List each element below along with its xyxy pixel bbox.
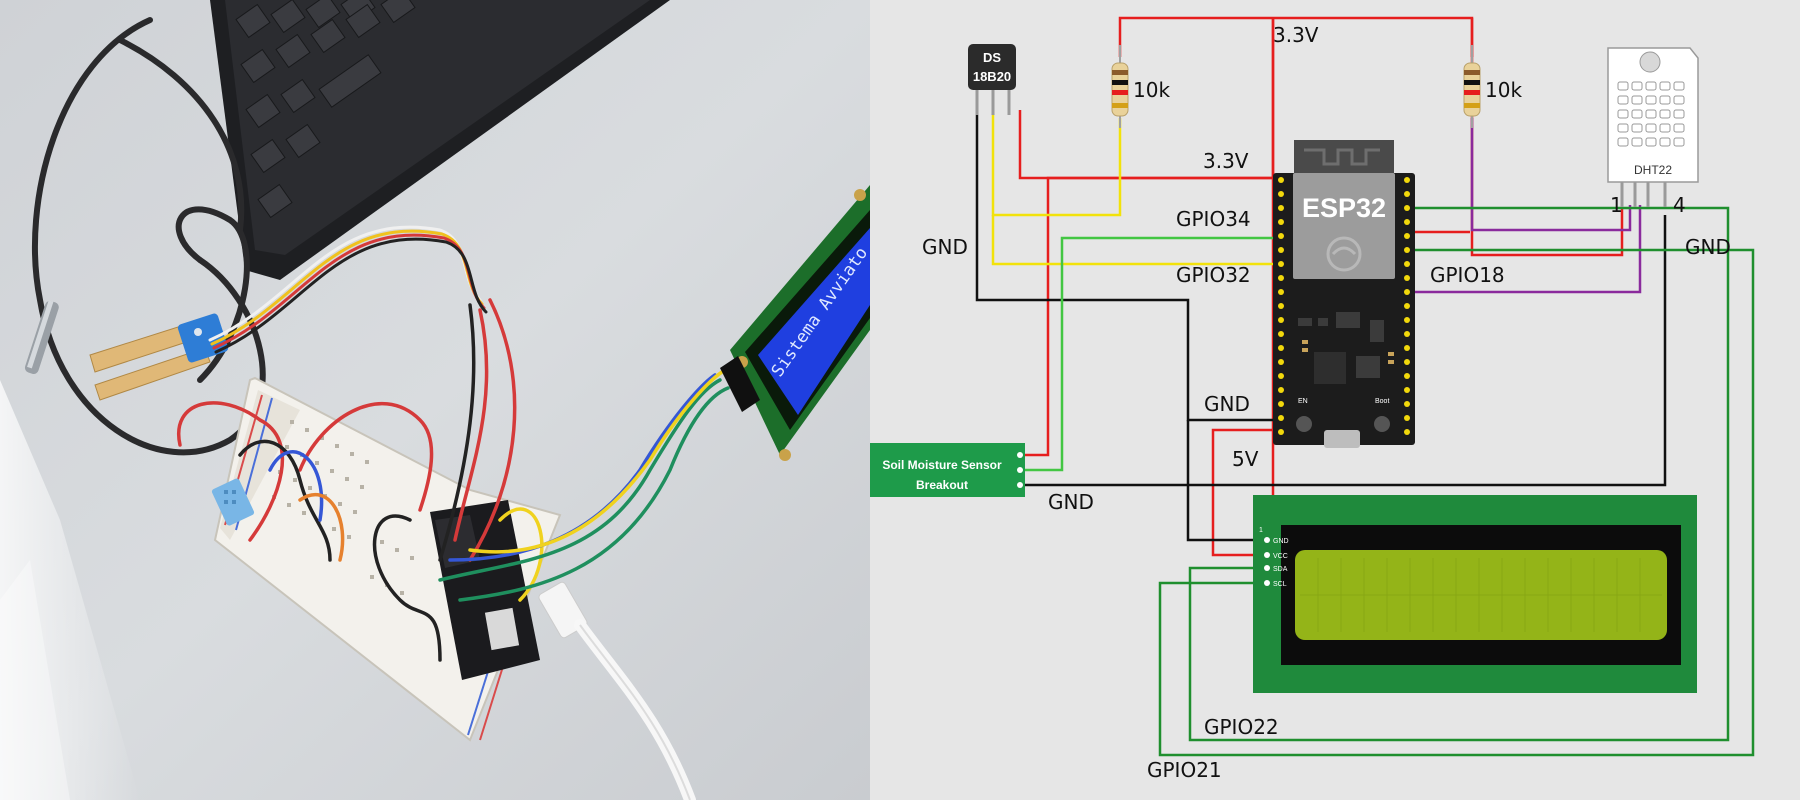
- dht22-sensor: [211, 478, 255, 526]
- wire-data-ds18b20: [991, 110, 1273, 266]
- ds18b20-label-line2: 18B20: [973, 69, 1011, 84]
- resistor-right: [1463, 45, 1481, 128]
- label-gnd-right: GND: [1685, 235, 1731, 259]
- label-dht-pin4: 4: [1673, 193, 1686, 217]
- lcd-pin-scl: SCL: [1273, 581, 1287, 588]
- soil-sensor-label-line2: Breakout: [916, 478, 968, 492]
- schematic-canvas: DS 18B20 DHT22: [870, 0, 1800, 800]
- esp32-boot-label: Boot: [1375, 398, 1389, 405]
- label-gpio18: GPIO18: [1430, 263, 1505, 287]
- label-gnd-bottom: GND: [1048, 490, 1094, 514]
- label-gpio21: GPIO21: [1147, 758, 1222, 782]
- wire-gnd: [975, 110, 1667, 542]
- lcd-pin-1: 1: [1259, 527, 1263, 534]
- sunlight-patch: [0, 560, 70, 800]
- label-5v: 5V: [1232, 447, 1259, 471]
- label-r-left: 10k: [1133, 78, 1170, 102]
- lcd-pin-vcc: VCC: [1273, 553, 1288, 560]
- label-gnd-left: GND: [922, 235, 968, 259]
- usb-cable: [538, 581, 696, 800]
- label-gpio34: GPIO34: [1176, 207, 1251, 231]
- wire-soil-signal: [1025, 236, 1273, 472]
- temperature-probe: [24, 300, 59, 375]
- esp32-board: ESP32 EN Boot: [1273, 140, 1415, 448]
- soil-probe: [89, 313, 229, 401]
- label-gpio22: GPIO22: [1204, 715, 1279, 739]
- label-dht-pin1: 1: [1610, 193, 1623, 217]
- label-r-right: 10k: [1485, 78, 1522, 102]
- wire-5v: [1211, 428, 1273, 557]
- wire-i2c: [1158, 206, 1755, 757]
- dht22-label: DHT22: [1634, 163, 1672, 177]
- grove-cable: [208, 225, 488, 354]
- usb-port: [1324, 430, 1360, 448]
- lcd-pin-gnd: GND: [1273, 538, 1289, 545]
- ds18b20-label-line1: DS: [983, 50, 1001, 65]
- label-3v3-top: 3.3V: [1273, 23, 1319, 47]
- esp32-en-label: EN: [1298, 398, 1308, 405]
- soil-sensor-label-line1: Soil Moisture Sensor: [882, 458, 1002, 472]
- lcd-display: 1 GND VCC SDA SCL: [1253, 495, 1697, 693]
- sunlight-patch: [0, 380, 140, 800]
- label-gpio32: GPIO32: [1176, 263, 1251, 287]
- lcd-module: Sistema Avviato: [720, 185, 870, 461]
- circuit-schematic: DS 18B20 DHT22: [870, 0, 1800, 800]
- photo-illustration: Sistema Avviato: [0, 0, 870, 800]
- wire-dht-data: [1415, 118, 1642, 294]
- dht22-sensor: DHT22: [1607, 47, 1699, 207]
- esp32-board: [430, 500, 540, 680]
- ds18b20-sensor: DS 18B20: [968, 44, 1016, 115]
- esp32-title: ESP32: [1302, 193, 1386, 223]
- keyboard: [210, 0, 670, 280]
- jumper-wires: [176, 298, 730, 662]
- resistor-left: [1111, 45, 1129, 128]
- label-gnd-mid: GND: [1204, 392, 1250, 416]
- soil-moisture-sensor: Soil Moisture Sensor Breakout: [870, 443, 1025, 497]
- breadboard-photo: Sistema Avviato: [0, 0, 870, 800]
- label-3v3-mid: 3.3V: [1203, 149, 1249, 173]
- lcd-pin-sda: SDA: [1273, 566, 1288, 573]
